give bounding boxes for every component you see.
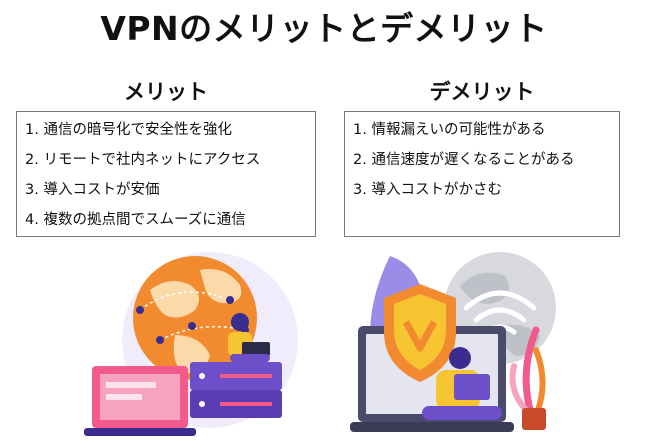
demerits-list: 1. 情報漏えいの可能性がある 2. 通信速度が遅くなることがある 3. 導入コ… <box>353 117 619 207</box>
laptop-icon <box>84 366 196 436</box>
person-icon <box>228 313 270 362</box>
person-icon <box>422 347 502 420</box>
merit-item-2: 2. リモートで社内ネットにアクセス <box>25 152 261 168</box>
merits-illustration <box>84 252 298 436</box>
demerits-illustration <box>350 252 556 432</box>
plant-icon <box>509 326 546 430</box>
merits-box: 1. 通信の暗号化で安全性を強化 2. リモートで社内ネットにアクセス 3. 導… <box>16 111 316 237</box>
globe-icon <box>133 256 257 380</box>
merits-list: 1. 通信の暗号化で安全性を強化 2. リモートで社内ネットにアクセス 3. 導… <box>25 117 315 237</box>
page-title: VPNのメリットとデメリット <box>100 9 548 48</box>
merit-item-1: 1. 通信の暗号化で安全性を強化 <box>25 122 232 138</box>
demerit-item-2: 2. 通信速度が遅くなることがある <box>353 152 575 168</box>
server-icon <box>190 362 282 418</box>
demerits-box: 1. 情報漏えいの可能性がある 2. 通信速度が遅くなることがある 3. 導入コ… <box>344 111 620 237</box>
demerits-heading: デメリット <box>429 80 535 104</box>
demerit-item-3: 3. 導入コストがかさむ <box>353 182 502 198</box>
demerit-item-1: 1. 情報漏えいの可能性がある <box>353 122 546 138</box>
merit-item-3: 3. 導入コストが安価 <box>25 182 160 198</box>
merit-item-4: 4. 複数の拠点間でスムーズに通信 <box>25 212 246 228</box>
shield-icon <box>384 284 456 382</box>
merits-heading: メリット <box>124 80 208 104</box>
